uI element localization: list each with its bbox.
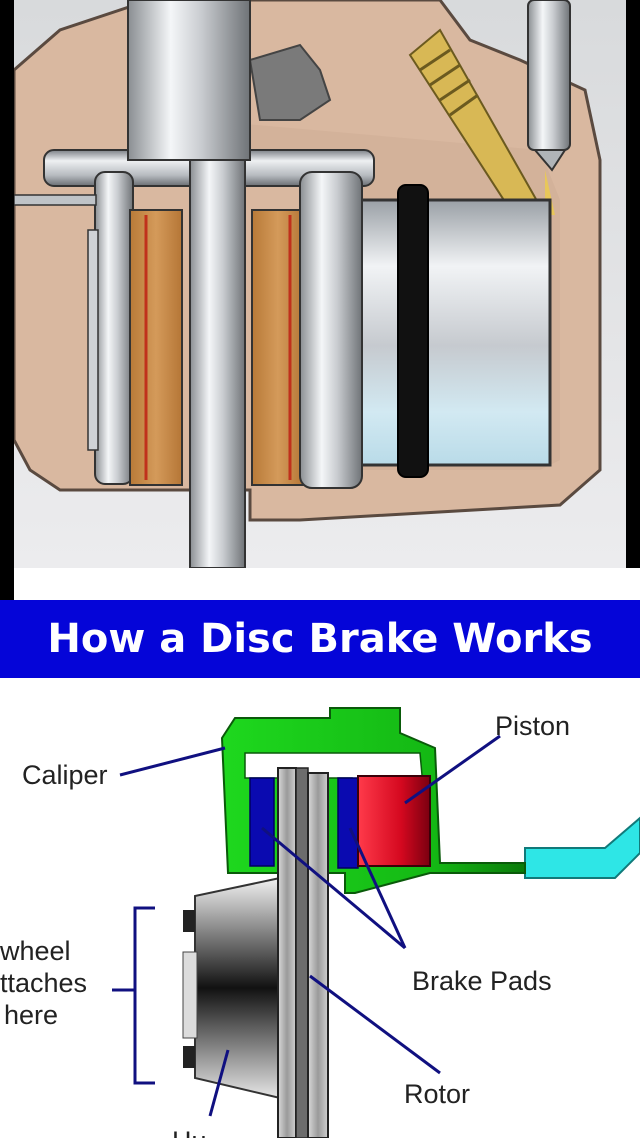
- inner-pad-lining: [251, 209, 305, 486]
- rotor-outer-plate: [277, 767, 297, 1139]
- hub-stud-top: [183, 910, 195, 932]
- labeled-brake-svg: Caliper Piston Brake Pads Rotor wheel tt…: [0, 707, 640, 1143]
- rotor-vent: [295, 767, 309, 1139]
- wheel-hub: [194, 876, 281, 1100]
- label-hub-partial: Hu: [172, 1126, 207, 1138]
- left-dark-edge: [0, 0, 14, 600]
- caliper-leader: [119, 746, 226, 777]
- piston: [357, 775, 431, 867]
- label-wheel-line1: wheel: [0, 936, 71, 966]
- housing-upper-region: [248, 43, 332, 121]
- outer-backing-plate: [94, 171, 134, 485]
- wheel-bracket: [133, 906, 155, 1085]
- bleed-valve: [527, 0, 571, 151]
- left-mount-bracket: [13, 194, 97, 206]
- label-wheel-line2: ttaches: [0, 968, 87, 998]
- inner-brake-pad: [337, 777, 359, 869]
- title-banner: How a Disc Brake Works: [0, 600, 640, 678]
- hub-stud-bottom: [183, 1046, 195, 1068]
- diagram-title: How a Disc Brake Works: [47, 616, 593, 662]
- hub-leader: [208, 1049, 230, 1117]
- pads-leader-outer: [261, 826, 406, 950]
- inner-backing-plate: [299, 171, 363, 489]
- left-mount-tab: [87, 229, 99, 451]
- rotor-inner-plate: [307, 772, 329, 1139]
- label-brake-pads: Brake Pads: [412, 966, 552, 996]
- piston-leader: [404, 734, 501, 805]
- hub-flange: [182, 951, 198, 1039]
- label-wheel-line3: here: [4, 1000, 58, 1030]
- labeled-brake-diagram: Caliper Piston Brake Pads Rotor wheel tt…: [0, 678, 640, 1143]
- outer-brake-pad: [249, 777, 275, 867]
- pads-leader-inner: [348, 827, 407, 949]
- caliper-cutaway-illustration: [0, 0, 640, 600]
- rotor-disc: [189, 159, 246, 569]
- piston-bore: [358, 198, 552, 467]
- rotor-leader: [309, 974, 441, 1075]
- fitting-threads: [419, 48, 479, 117]
- bleed-valve-tip: [532, 149, 567, 172]
- brake-line: [524, 816, 640, 879]
- outer-pad-lining: [129, 209, 183, 486]
- piston-seal: [397, 184, 429, 478]
- vertical-shaft: [127, 0, 251, 161]
- caliper-cutaway-svg: [0, 0, 640, 600]
- label-caliper: Caliper: [22, 760, 108, 790]
- label-rotor: Rotor: [404, 1079, 470, 1109]
- bottom-strip: [0, 568, 640, 600]
- label-piston: Piston: [495, 711, 570, 741]
